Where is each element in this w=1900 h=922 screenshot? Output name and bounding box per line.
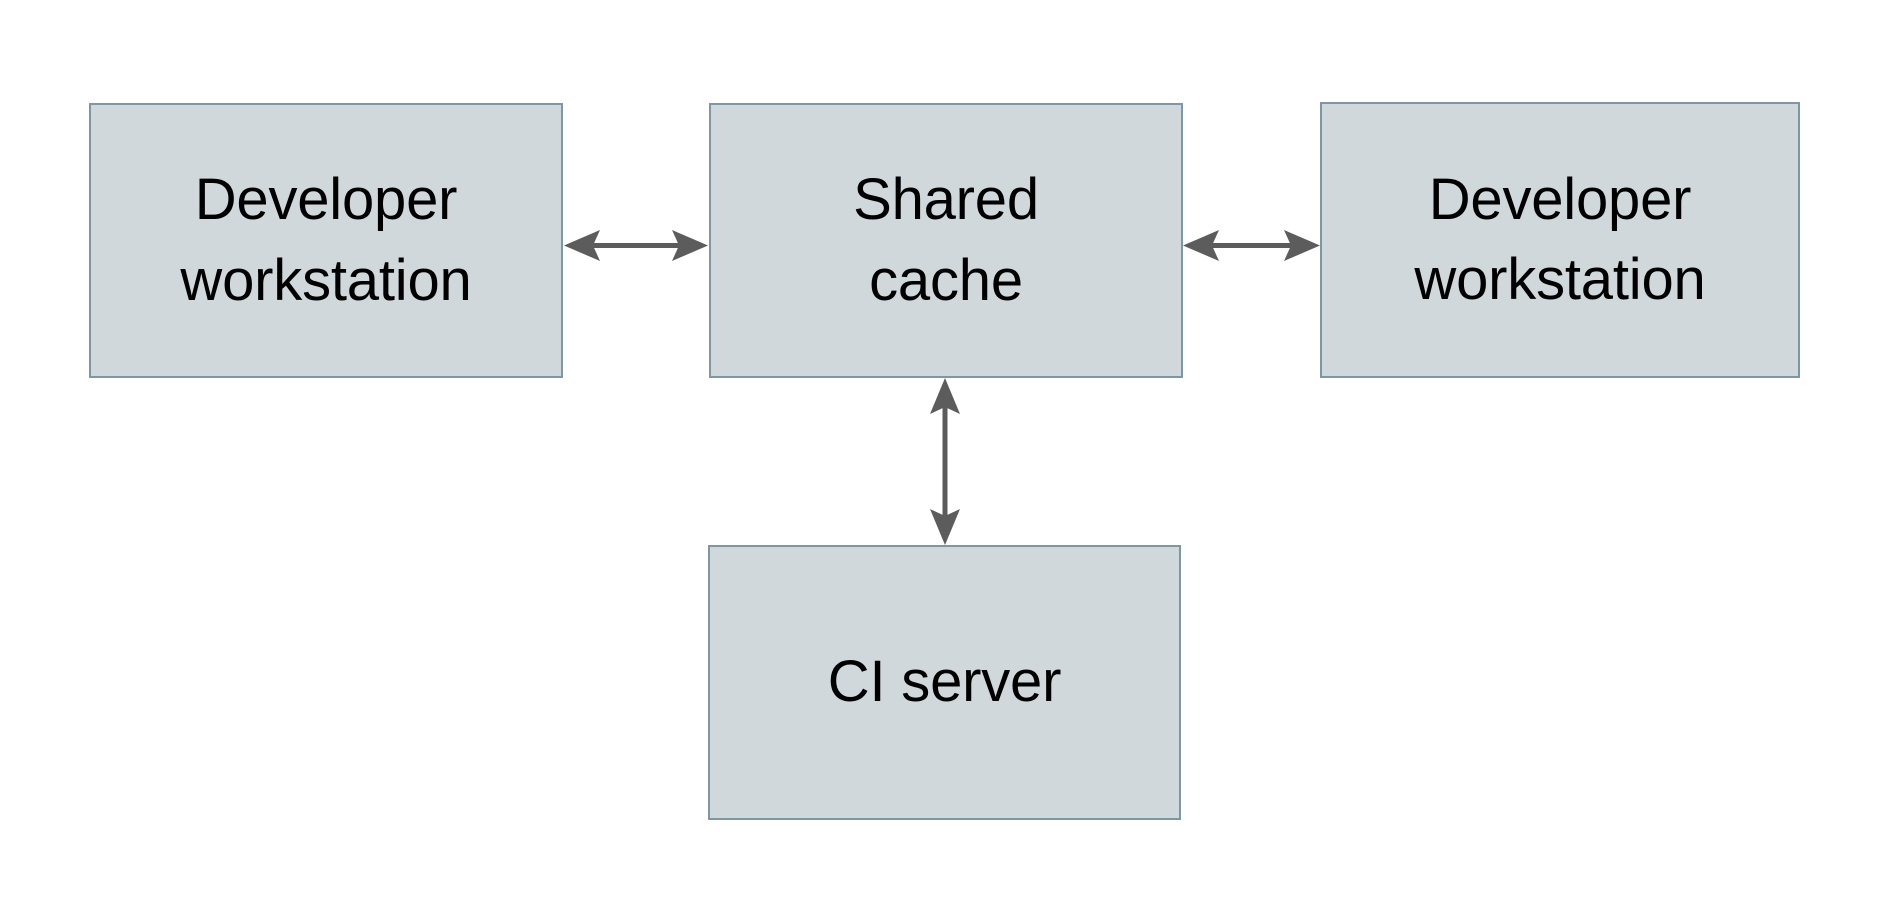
node-label: Developer workstation: [1414, 166, 1706, 312]
arrowhead-left-icon: [1183, 230, 1219, 261]
node-label: Developer workstation: [180, 167, 472, 313]
arrowhead-right-icon: [672, 230, 708, 261]
edge-shared-cache-to-developer-right[interactable]: [1180, 215, 1323, 275]
arrowhead-left-icon: [564, 230, 600, 261]
node-developer-workstation-right[interactable]: Developer workstation: [1320, 102, 1800, 378]
arrowhead-right-icon: [1284, 230, 1320, 261]
node-developer-workstation-left[interactable]: Developer workstation: [89, 103, 563, 378]
arrowhead-up-icon: [930, 378, 960, 414]
edge-shared-cache-to-ci-server[interactable]: [915, 375, 975, 548]
edge-line: [590, 243, 682, 248]
node-ci-server[interactable]: CI server: [708, 545, 1181, 820]
edge-developer-left-to-shared-cache[interactable]: [560, 215, 712, 275]
node-label: CI server: [827, 649, 1062, 715]
edge-line: [1209, 243, 1294, 248]
node-label: Shared cache: [853, 167, 1039, 313]
arrowhead-down-icon: [930, 509, 960, 545]
edge-line: [942, 405, 948, 518]
node-shared-cache[interactable]: Shared cache: [709, 103, 1183, 378]
